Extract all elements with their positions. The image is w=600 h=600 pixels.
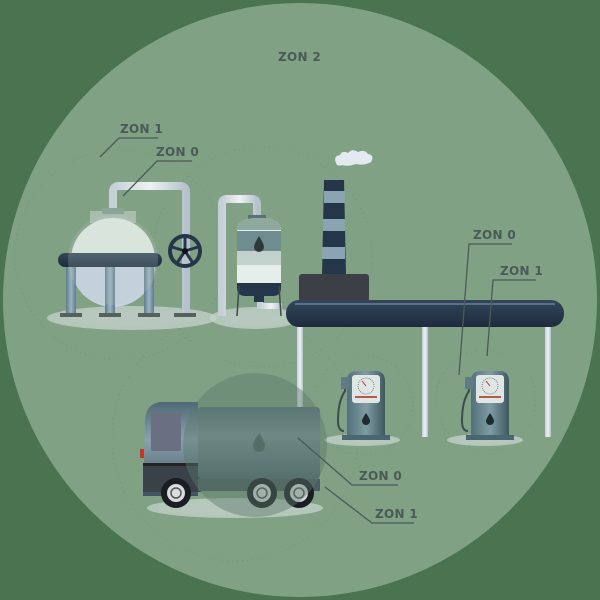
fuel-pump-2: [460, 371, 514, 440]
oil-drop-icon: [486, 413, 494, 425]
label-pump-zone1: ZON 1: [500, 264, 543, 278]
label-pump-zone0: ZON 0: [473, 228, 516, 242]
zone0-overlay-truck: [183, 373, 327, 517]
canopy-roof: [286, 300, 564, 437]
oil-drop-icon: [253, 433, 265, 452]
wheel: [247, 478, 277, 508]
label-truck-zone1: ZON 1: [375, 507, 418, 521]
label-truck-zone0: ZON 0: [359, 469, 402, 483]
label-zone2: ZON 2: [278, 50, 321, 64]
leader-lines: [99, 137, 536, 524]
oil-drop-icon: [362, 413, 370, 425]
wheel: [161, 478, 191, 508]
valve-wheel-icon: [168, 234, 202, 268]
oil-drop-icon: [254, 236, 264, 252]
pressure-vessel: [236, 215, 282, 317]
label-tank-zone1: ZON 1: [120, 122, 163, 136]
label-tank-zone0: ZON 0: [156, 145, 199, 159]
tanker-truck: [140, 402, 320, 508]
smoke-cloud-icon: [335, 150, 373, 166]
wheel: [284, 478, 314, 508]
fuel-pump-1: [336, 371, 390, 440]
spherical-gas-tank: [58, 208, 196, 317]
zone0-overlay-tank: [68, 215, 158, 305]
chimney-with-smoke: [299, 150, 373, 302]
